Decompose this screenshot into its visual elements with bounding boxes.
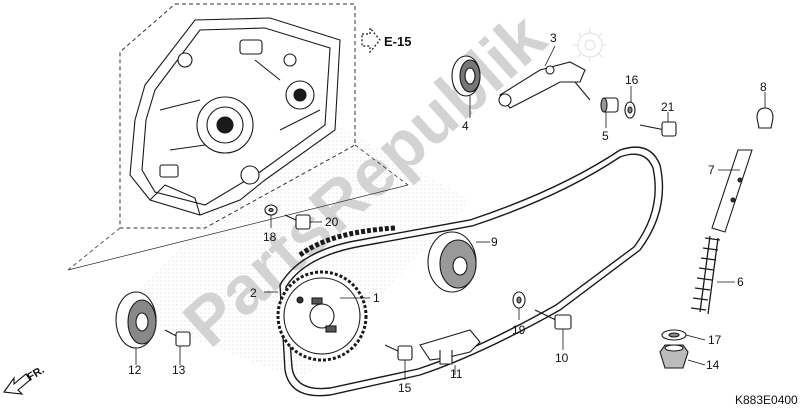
callout-12: 12: [128, 363, 142, 377]
part-bolt-10[interactable]: [534, 309, 572, 330]
reference-arrow-label: E-15: [384, 34, 411, 49]
part-bolt-13[interactable]: [164, 329, 191, 347]
part-tensioner-arm[interactable]: [498, 61, 591, 109]
callout-15: 15: [398, 381, 412, 395]
callout-14: 14: [706, 358, 720, 372]
part-bolt-21[interactable]: [639, 121, 677, 137]
crankcase-frame: [67, 3, 409, 271]
callout-17: 17: [708, 333, 722, 347]
callout-9: 9: [491, 235, 498, 249]
part-washer-19[interactable]: [512, 291, 526, 309]
callout-19: 19: [512, 323, 526, 337]
part-washer-18[interactable]: [264, 204, 278, 216]
callout-10: 10: [555, 351, 569, 365]
part-spring-6[interactable]: [690, 235, 721, 315]
callouts: 1 2 3 4 5 6 7 8 9 10 11 12 13 14 15 16 1…: [128, 31, 767, 395]
callout-8: 8: [760, 80, 767, 94]
part-pushrod-7[interactable]: [711, 149, 753, 233]
callout-11: 11: [450, 367, 463, 381]
callout-16: 16: [625, 73, 639, 87]
callout-1: 1: [373, 291, 380, 305]
callout-18: 18: [263, 230, 277, 244]
part-collar-5[interactable]: [600, 97, 619, 113]
part-guide-roller-9[interactable]: [427, 231, 477, 293]
callout-4: 4: [462, 119, 469, 133]
callout-7: 7: [708, 163, 715, 177]
part-washer-16[interactable]: [624, 101, 636, 119]
callout-21: 21: [661, 100, 675, 114]
reference-arrow-e15[interactable]: E-15: [361, 26, 411, 54]
diagram-code: K883E0400: [735, 393, 798, 407]
part-chain-guide-11[interactable]: [419, 329, 481, 365]
part-pulley-12[interactable]: [115, 291, 157, 349]
leader-lines: [135, 45, 766, 380]
callout-6: 6: [737, 275, 744, 289]
part-cam-chain[interactable]: [279, 146, 664, 397]
part-cam-sprocket[interactable]: [276, 270, 368, 362]
part-sealing-bolt-14[interactable]: [659, 344, 689, 369]
part-bolt-15[interactable]: [384, 344, 413, 361]
gear-icon: [573, 28, 607, 62]
part-washer-17[interactable]: [661, 329, 687, 341]
crankcase: [129, 17, 341, 216]
callout-2: 2: [250, 286, 257, 300]
callout-13: 13: [172, 363, 186, 377]
front-arrow: FR.: [3, 364, 47, 395]
callout-3: 3: [550, 31, 557, 45]
part-roller-4[interactable]: [451, 55, 481, 97]
part-cap-8[interactable]: [756, 107, 774, 129]
callout-5: 5: [602, 129, 609, 143]
callout-20: 20: [325, 215, 339, 229]
